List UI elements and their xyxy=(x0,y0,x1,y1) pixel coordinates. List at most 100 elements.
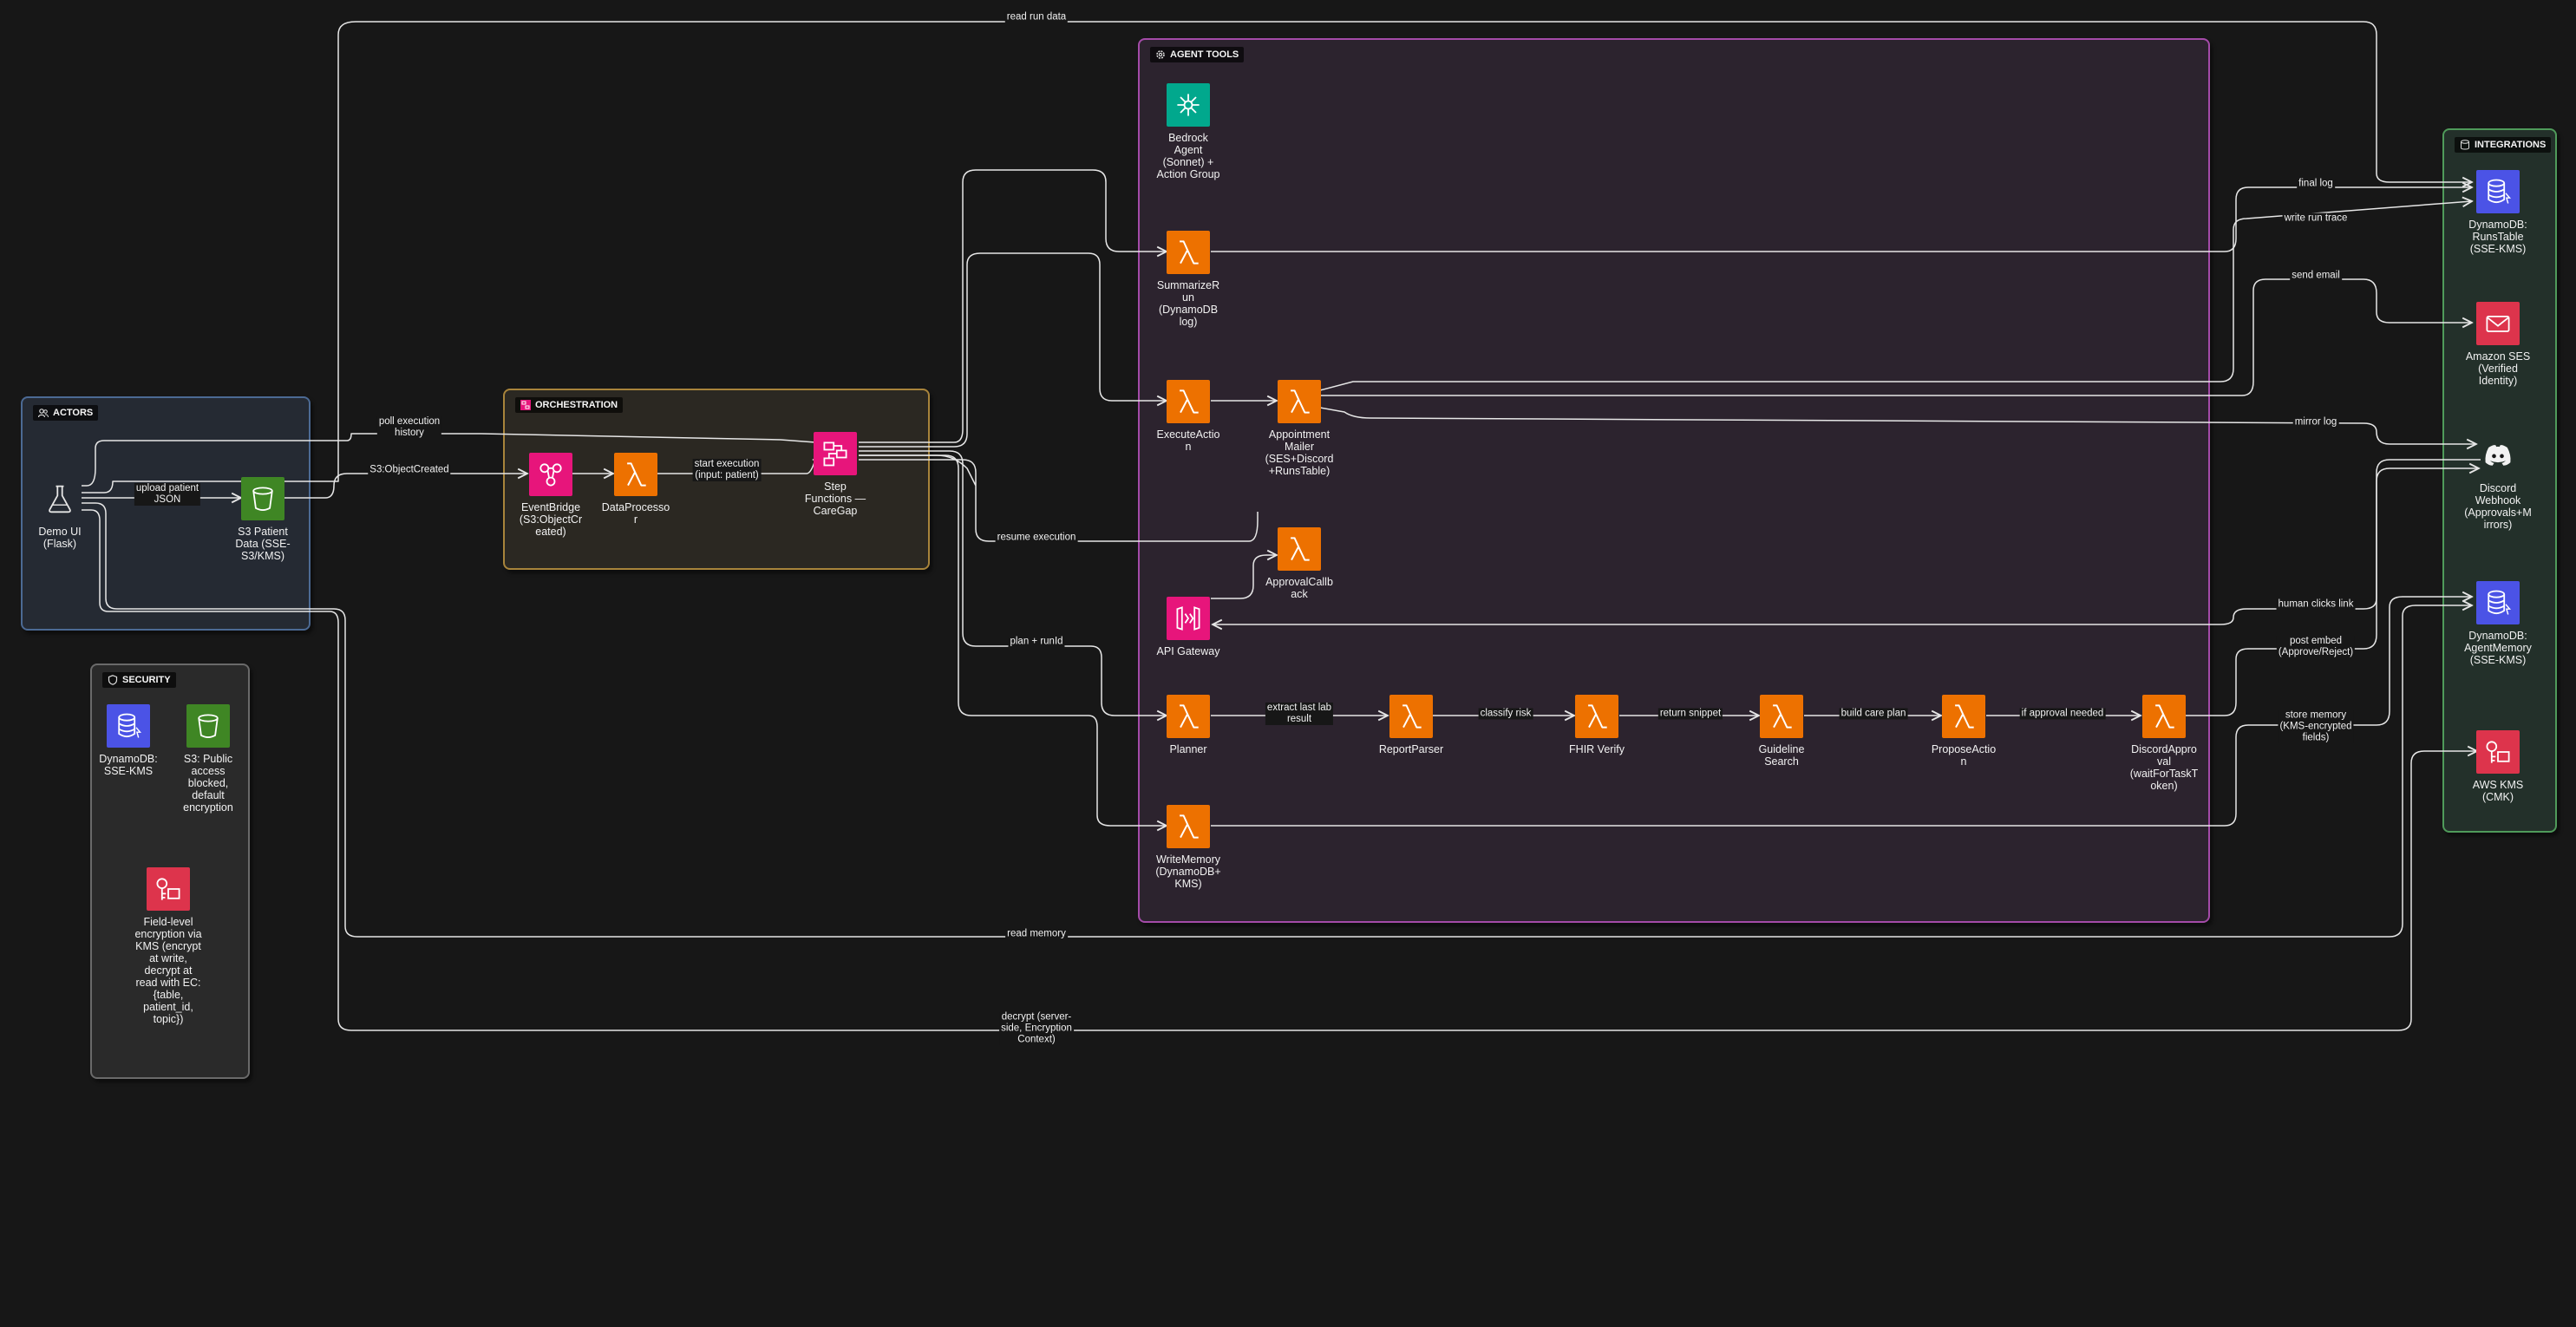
lambda-icon xyxy=(1773,704,1792,729)
edge-label-write-run-trace: write run trace xyxy=(2282,212,2350,225)
planner-label: Planner xyxy=(1169,743,1207,755)
guideline-search-label: Guideline Search xyxy=(1758,743,1805,768)
lambda-icon xyxy=(1180,240,1199,265)
security-group-title: SECURITY xyxy=(122,675,171,685)
fhir-verify-node[interactable]: FHIR Verify xyxy=(1569,695,1625,755)
discord-approval-node[interactable]: DiscordAppro val (waitForTaskT oken) xyxy=(2130,695,2198,792)
edge-label-poll-execution-history: poll execution history xyxy=(376,416,442,439)
runs-table-node[interactable]: DynamoDB: RunsTable (SSE-KMS) xyxy=(2468,170,2527,255)
eventbridge-label: EventBridge (S3:ObjectCr eated) xyxy=(519,501,583,538)
edge-human-clicks-link xyxy=(1213,459,2481,624)
edge-label-resume-execution: resume execution xyxy=(995,532,1078,544)
kms-icon xyxy=(156,878,180,900)
bedrock-icon xyxy=(1177,94,1200,116)
edge-label-decrypt: decrypt (server- side, Encryption Contex… xyxy=(999,1011,1074,1046)
edge-final-log xyxy=(1211,187,2472,252)
eventbridge-icon xyxy=(539,463,562,487)
integrations-group: INTEGRATIONS xyxy=(2442,128,2557,833)
dynamodb-icon xyxy=(2488,179,2512,204)
edge-post-embed xyxy=(2186,468,2479,716)
ses-icon xyxy=(2486,316,2510,332)
gear-icon xyxy=(1156,50,1165,59)
users-icon xyxy=(38,409,49,418)
security-kms-label: Field-level encryption via KMS (encrypt … xyxy=(134,916,202,1025)
edge-approval-callback xyxy=(1211,555,1277,599)
security-dynamodb-node[interactable]: DynamoDB: SSE-KMS xyxy=(99,704,158,777)
edge-summarize xyxy=(859,169,1167,443)
data-processor-node[interactable]: DataProcesso r xyxy=(602,453,670,526)
actors-group-title: ACTORS xyxy=(53,408,94,418)
lambda-icon xyxy=(1955,704,1974,729)
edge-s3-objectcreated xyxy=(284,474,527,499)
edge-label-store-memory: store memory (KMS-encrypted fields) xyxy=(2278,709,2354,744)
flask-icon xyxy=(49,485,71,513)
bedrock-agent-label: Bedrock Agent (Sonnet) + Action Group xyxy=(1156,132,1220,180)
edge-label-start-execution: start execution (input: patient) xyxy=(692,459,762,481)
execute-action-label: ExecuteActio n xyxy=(1156,428,1220,453)
discord-webhook-node[interactable]: Discord Webhook (Approvals+M irrors) xyxy=(2464,434,2532,531)
edge-read-memory xyxy=(82,502,2472,938)
edge-label-mirror-log: mirror log xyxy=(2292,416,2339,428)
api-gateway-node[interactable]: API Gateway xyxy=(1157,597,1219,657)
edge-label-return-snippet: return snippet xyxy=(1657,708,1723,720)
write-memory-node[interactable]: WriteMemory (DynamoDB+ KMS) xyxy=(1155,805,1221,890)
edge-label-classify-risk: classify risk xyxy=(1478,708,1533,720)
appointment-mailer-node[interactable]: Appointment Mailer (SES+Discord +RunsTab… xyxy=(1265,380,1333,477)
discord-icon xyxy=(2485,445,2511,466)
edge-label-read-run-data: read run data xyxy=(1004,11,1069,23)
kms-icon xyxy=(2486,741,2510,763)
edge-decrypt xyxy=(82,509,2477,1031)
kms-node[interactable]: AWS KMS (CMK) xyxy=(2473,730,2523,803)
report-parser-label: ReportParser xyxy=(1378,743,1444,755)
s3-bucket-icon xyxy=(198,714,219,738)
approval-callback-node[interactable]: ApprovalCallb ack xyxy=(1265,527,1333,600)
ses-node[interactable]: Amazon SES (Verified Identity) xyxy=(2466,302,2530,387)
edge-label-send-email: send email xyxy=(2290,270,2342,282)
eventbridge-node[interactable]: EventBridge (S3:ObjectCr eated) xyxy=(520,453,582,538)
lambda-icon xyxy=(1588,704,1607,729)
integrations-group-title: INTEGRATIONS xyxy=(2475,140,2547,150)
demo-ui-label: Demo UI (Flask) xyxy=(38,526,82,550)
propose-action-node[interactable]: ProposeActio n xyxy=(1932,695,1996,768)
edge-label-post-embed: post embed (Approve/Reject) xyxy=(2276,636,2356,658)
bedrock-agent-node[interactable]: Bedrock Agent (Sonnet) + Action Group xyxy=(1157,83,1219,180)
database-group-icon xyxy=(2461,140,2469,150)
lambda-icon xyxy=(1291,537,1310,561)
fhir-verify-label: FHIR Verify xyxy=(1569,743,1625,755)
step-functions-node[interactable]: Step Functions — CareGap xyxy=(805,432,866,517)
planner-node[interactable]: Planner xyxy=(1167,695,1210,755)
report-parser-node[interactable]: ReportParser xyxy=(1379,695,1443,755)
dynamodb-icon xyxy=(2488,590,2512,615)
security-s3-node[interactable]: S3: Public access blocked, default encry… xyxy=(183,704,233,814)
approval-callback-label: ApprovalCallb ack xyxy=(1265,576,1333,600)
lambda-icon xyxy=(1291,389,1310,414)
lambda-icon xyxy=(2155,704,2174,729)
lambda-icon xyxy=(627,462,646,487)
security-kms-node[interactable]: Field-level encryption via KMS (encrypt … xyxy=(134,867,202,1025)
step-functions-icon xyxy=(823,441,847,467)
discord-webhook-label: Discord Webhook (Approvals+M irrors) xyxy=(2464,482,2532,531)
edge-label-human-clicks-link: human clicks link xyxy=(2276,598,2356,611)
lambda-icon xyxy=(1402,704,1422,729)
lambda-icon xyxy=(1180,814,1199,839)
s3-patient-data-label: S3 Patient Data (SSE- S3/KMS) xyxy=(235,526,291,562)
agent-memory-node[interactable]: DynamoDB: AgentMemory (SSE-KMS) xyxy=(2464,581,2532,666)
demo-ui-node[interactable]: Demo UI (Flask) xyxy=(38,477,82,550)
s3-patient-data-node[interactable]: S3 Patient Data (SSE- S3/KMS) xyxy=(235,477,291,562)
appointment-mailer-label: Appointment Mailer (SES+Discord +RunsTab… xyxy=(1265,428,1334,477)
guideline-search-node[interactable]: Guideline Search xyxy=(1759,695,1804,768)
edge-label-s3-objectcreated: S3:ObjectCreated xyxy=(368,464,451,476)
edge-execute-action xyxy=(859,252,1167,448)
security-dynamodb-label: DynamoDB: SSE-KMS xyxy=(99,753,158,777)
execute-action-node[interactable]: ExecuteActio n xyxy=(1157,380,1219,453)
step-functions-label: Step Functions — CareGap xyxy=(804,480,866,517)
summarize-run-label: SummarizeR un (DynamoDB log) xyxy=(1156,279,1220,328)
edge-label-extract-last-lab: extract last lab result xyxy=(1265,703,1334,725)
lambda-icon xyxy=(1180,704,1199,729)
data-processor-label: DataProcesso r xyxy=(601,501,670,526)
propose-action-label: ProposeActio n xyxy=(1931,743,1997,768)
edge-resume-execution xyxy=(859,454,1259,542)
summarize-run-node[interactable]: SummarizeR un (DynamoDB log) xyxy=(1157,231,1219,328)
orchestration-group-title: ORCHESTRATION xyxy=(535,400,618,410)
